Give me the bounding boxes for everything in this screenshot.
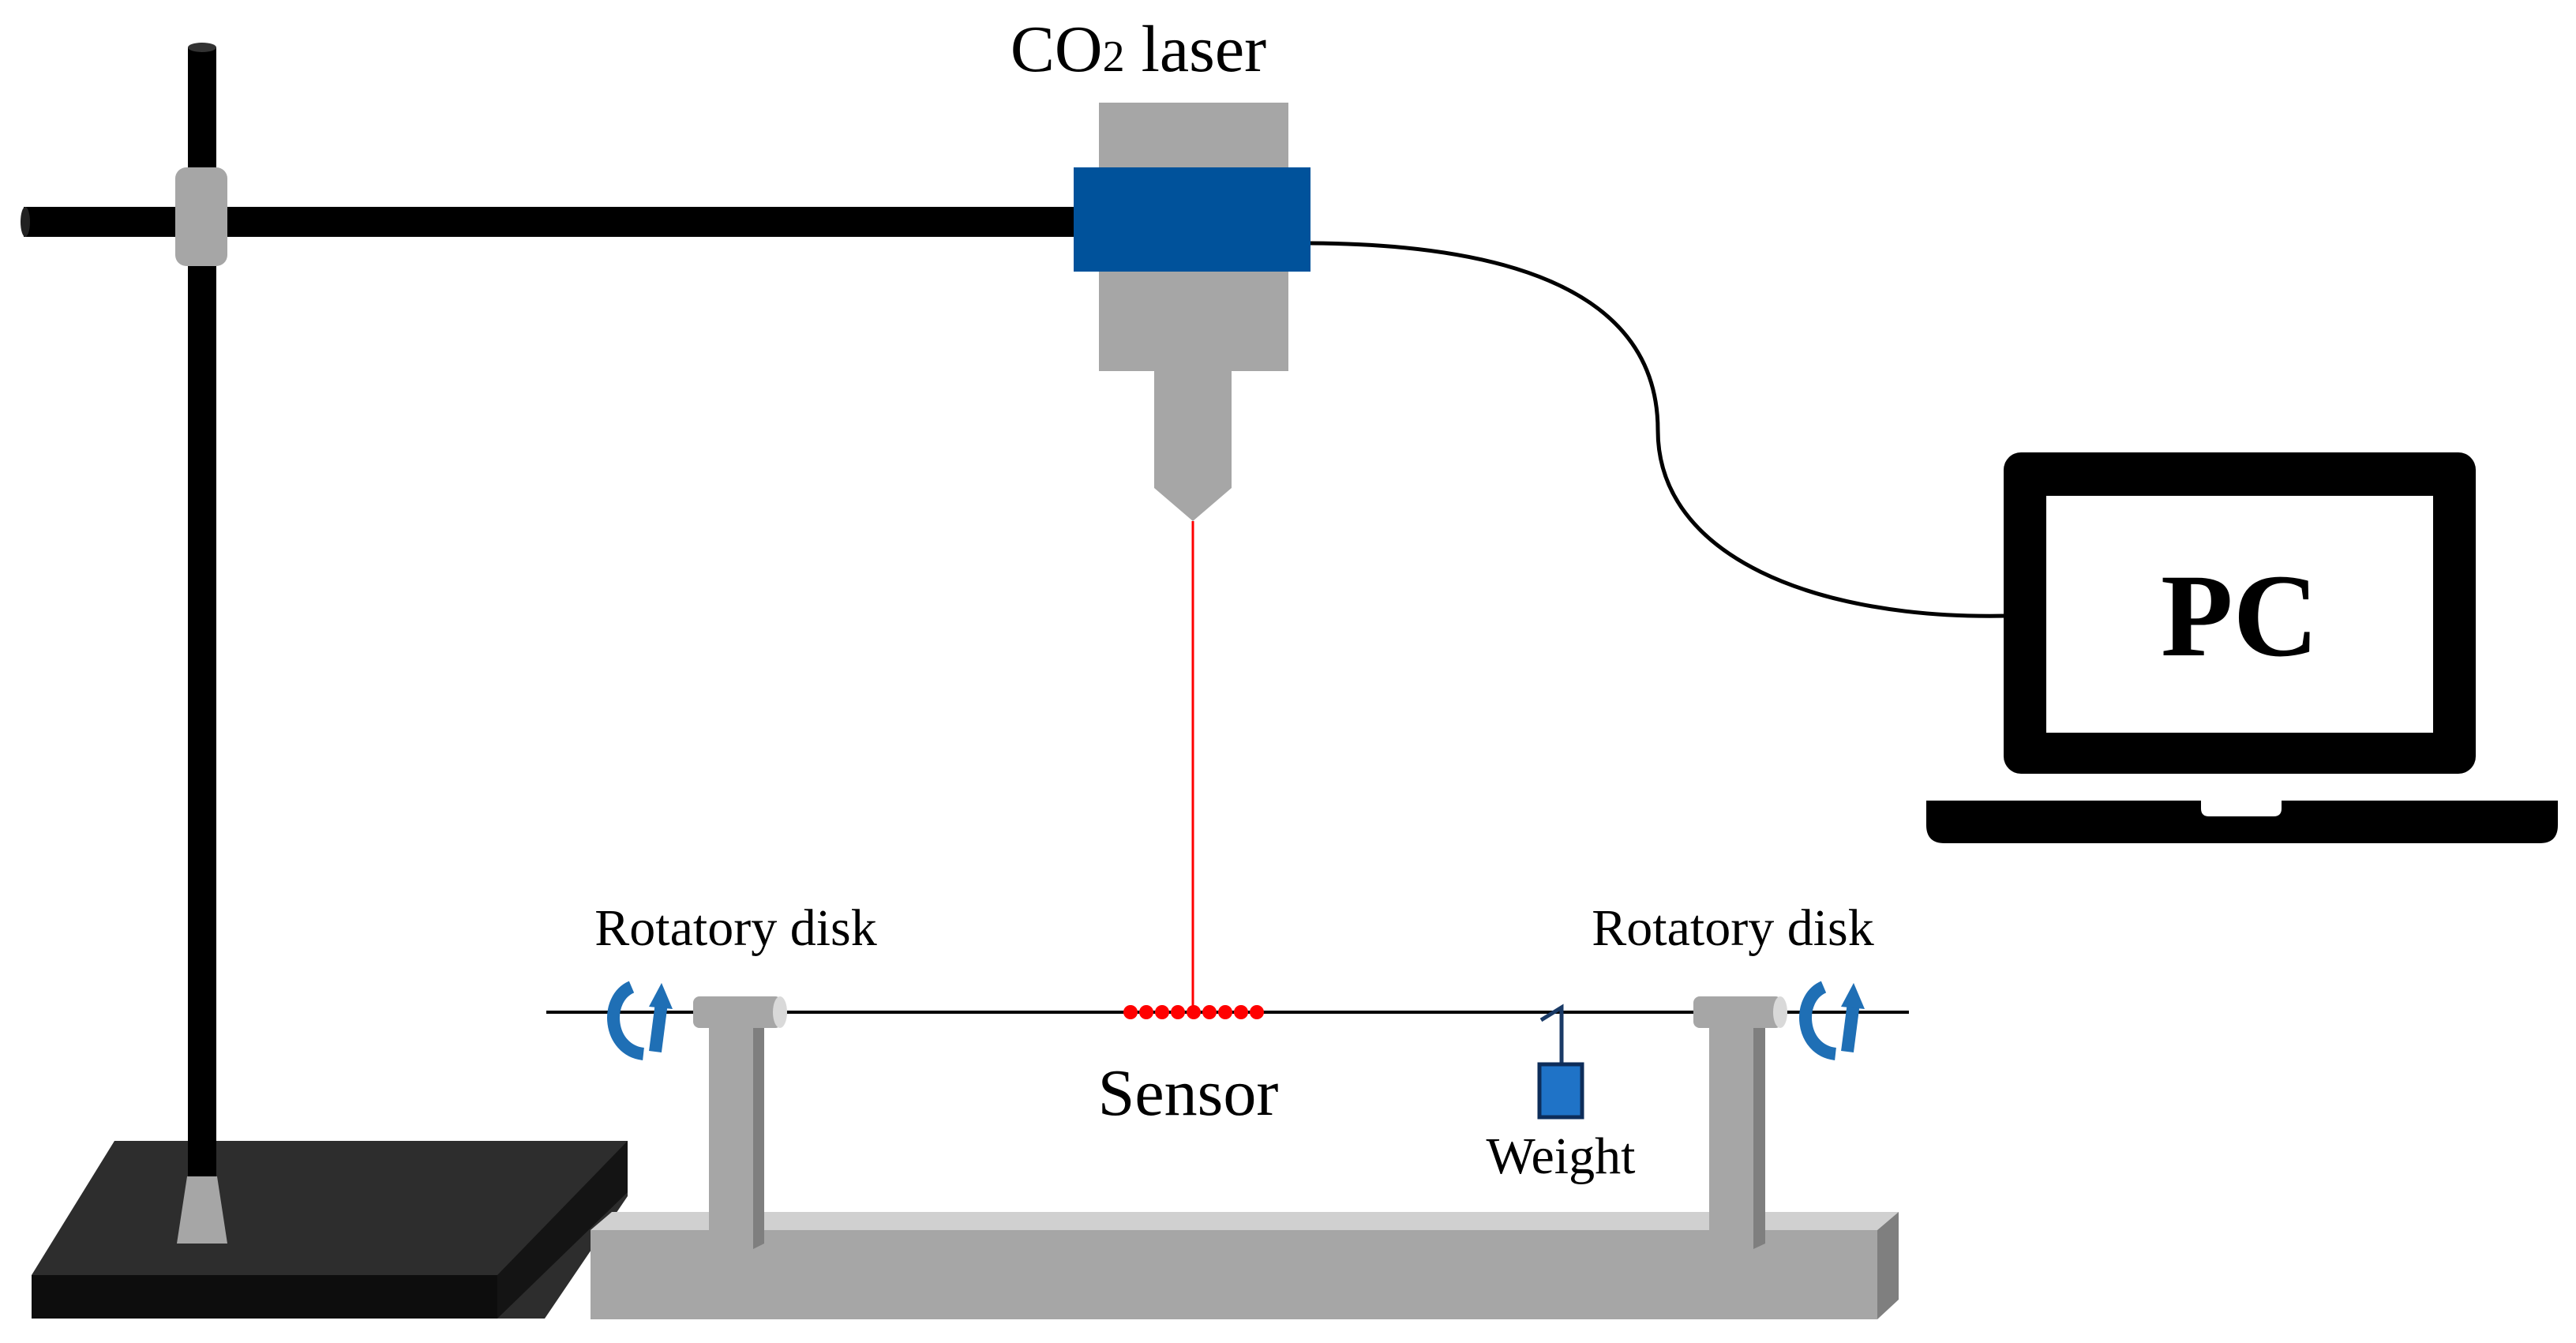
laser-pc-cable	[1310, 241, 2008, 618]
right-post-holder-end	[1773, 996, 1787, 1028]
platform	[591, 1212, 1899, 1319]
weight-label: Weight	[1487, 1127, 1636, 1185]
right-post-pillar	[1709, 1019, 1753, 1249]
laser-band	[1074, 167, 1310, 272]
right-post-holder	[1693, 996, 1782, 1028]
laser-label-suffix: laser	[1125, 13, 1267, 86]
left-post-pillar	[709, 1019, 753, 1249]
sensor-point	[1139, 1005, 1153, 1019]
co2-laser	[1074, 103, 1310, 1007]
right-rotation-icon	[1799, 981, 1865, 1060]
stand-base-side	[497, 1141, 628, 1319]
left-post-holder-end	[773, 996, 787, 1028]
retort-stand	[21, 43, 1082, 1319]
laser-label-subscript: 2	[1103, 32, 1125, 81]
weight-hook	[1539, 1003, 1564, 1064]
stand-rod-foot	[177, 1176, 227, 1244]
left-rotation-arrowhead	[649, 983, 673, 1009]
sensor-point	[1234, 1005, 1248, 1019]
left-rotation-icon	[607, 981, 673, 1060]
laptop-screen	[2046, 496, 2433, 733]
left-rotation-shaft	[649, 1001, 668, 1053]
left-post-holder	[693, 996, 782, 1028]
pc-label: PC	[2161, 550, 2319, 681]
laser-label: CO2 laser	[1011, 13, 1266, 86]
sensor-label: Sensor	[1098, 1056, 1279, 1130]
rotatory-disk-right-label: Rotatory disk	[1592, 899, 1874, 957]
weight	[1537, 1003, 1584, 1120]
sensor-point	[1155, 1005, 1169, 1019]
rotatory-disk-left-label: Rotatory disk	[594, 899, 877, 957]
stand-base	[32, 1141, 628, 1319]
sensor-point	[1218, 1005, 1232, 1019]
left-rotation-arc	[607, 981, 645, 1060]
platform-front	[591, 1230, 1877, 1319]
laser-nozzle	[1154, 371, 1232, 521]
sensor-point	[1171, 1005, 1185, 1019]
right-fiber-post	[1693, 996, 1787, 1249]
left-post-pillar-side	[753, 1019, 764, 1249]
left-fiber-post	[693, 996, 787, 1249]
right-rotation-shaft	[1841, 1001, 1860, 1053]
sensor-point	[1123, 1005, 1138, 1019]
sensor-point	[1187, 1005, 1201, 1019]
stand-base-top	[32, 1141, 628, 1319]
stand-arm-end	[21, 207, 30, 237]
sensor-point	[1250, 1005, 1264, 1019]
platform-side	[1877, 1212, 1899, 1319]
laptop-icon: PC	[1926, 452, 2558, 843]
right-rotation-arc	[1799, 981, 1837, 1060]
stand-rod-top	[188, 43, 216, 52]
right-post-pillar-side	[1753, 1019, 1765, 1249]
weight-block	[1537, 1062, 1584, 1120]
laser-label-prefix: CO	[1011, 13, 1103, 86]
stand-clamp	[175, 167, 227, 266]
laptop-keyboard-base	[1926, 801, 2558, 843]
sensor-points	[1123, 1005, 1264, 1019]
platform-top	[591, 1212, 1899, 1230]
right-rotation-arrowhead	[1841, 983, 1865, 1009]
sensor-point	[1202, 1005, 1217, 1019]
laptop-notch	[2201, 801, 2282, 816]
stand-base-front	[32, 1275, 497, 1319]
